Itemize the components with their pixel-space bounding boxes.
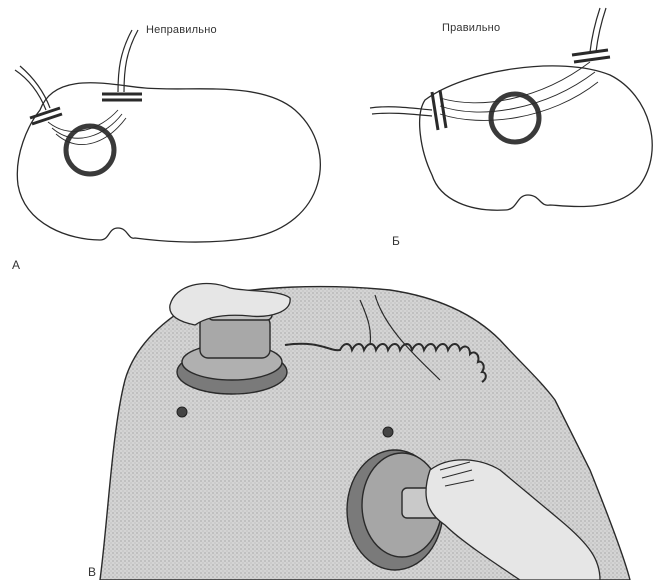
nipple-left — [177, 407, 187, 417]
paddle-b-side — [370, 90, 446, 130]
chest-outline-b — [420, 66, 653, 210]
current-lines-b — [440, 62, 598, 120]
panel-b-title: Правильно — [442, 22, 500, 34]
chest-outline-a — [17, 83, 320, 242]
panel-c-illustration — [100, 283, 630, 580]
panel-b-letter: Б — [392, 234, 400, 248]
panel-b-diagram — [370, 8, 652, 210]
lower-paddle — [347, 450, 444, 570]
panel-c-letter: В — [88, 565, 96, 579]
paddle-b-top — [572, 8, 610, 62]
paddle-a-top — [102, 30, 142, 100]
panel-a-diagram — [15, 30, 320, 242]
heart-ring-a — [66, 126, 114, 174]
paddle-a-left — [15, 66, 62, 124]
panel-a-title: Неправильно — [146, 24, 217, 36]
panel-a-letter: А — [12, 258, 20, 272]
nipple-right — [383, 427, 393, 437]
